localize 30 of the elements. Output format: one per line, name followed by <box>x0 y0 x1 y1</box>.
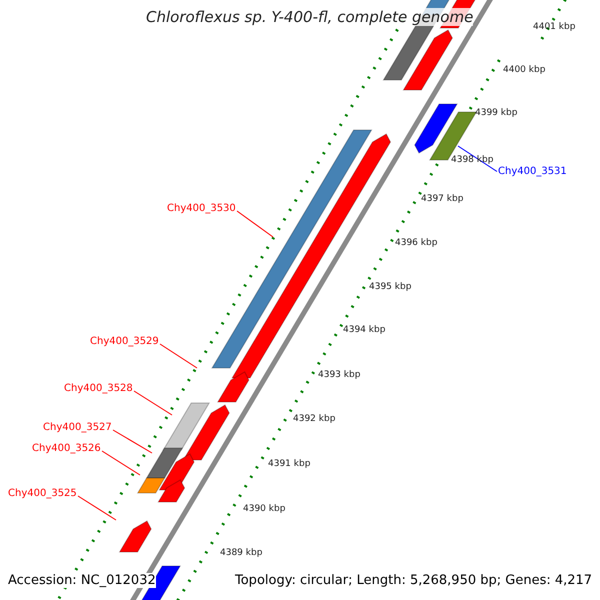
gene-label: Chy400_3527 <box>43 422 112 433</box>
accession-text: Accession: NC_012032 <box>8 573 156 588</box>
scale-label: 4400 kbp <box>503 65 546 75</box>
gene-label: Chy400_3531 <box>498 166 567 177</box>
leader-line <box>236 210 274 238</box>
gene-label: Chy400_3525 <box>8 488 77 499</box>
scale-label: 4389 kbp <box>220 548 262 558</box>
leader-line <box>160 344 198 368</box>
scale-label: 4397 kbp <box>421 194 464 204</box>
scale-label: 4401 kbp <box>533 22 576 32</box>
scale-label: 4390 kbp <box>243 504 286 514</box>
genome-stats-text: Topology: circular; Length: 5,268,950 bp; Genes: 4,217 <box>235 573 592 588</box>
gene-label: Chy400_3528 <box>64 383 133 394</box>
gene-label: Chy400_3529 <box>90 336 159 347</box>
leader-line <box>102 450 140 476</box>
scale-label: 4396 kbp <box>395 238 438 248</box>
scale-label: 4392 kbp <box>293 414 336 424</box>
scale-label: 4398 kbp <box>451 155 494 165</box>
scale-label: 4393 kbp <box>318 370 360 380</box>
scale-label: 4399 kbp <box>475 108 518 118</box>
scale-label: 4391 kbp <box>268 459 310 469</box>
leader-line <box>134 390 172 416</box>
leader-line <box>458 146 498 172</box>
scale-label: 4394 kbp <box>343 325 386 335</box>
leader-line <box>112 430 152 454</box>
gene-label: Chy400_3526 <box>32 443 101 454</box>
scale-label: 4395 kbp <box>369 282 412 292</box>
leader-line <box>78 496 116 520</box>
gene-label: Chy400_3530 <box>167 203 236 214</box>
map-title: Chloroflexus sp. Y-400-fl, complete genome <box>146 8 474 26</box>
